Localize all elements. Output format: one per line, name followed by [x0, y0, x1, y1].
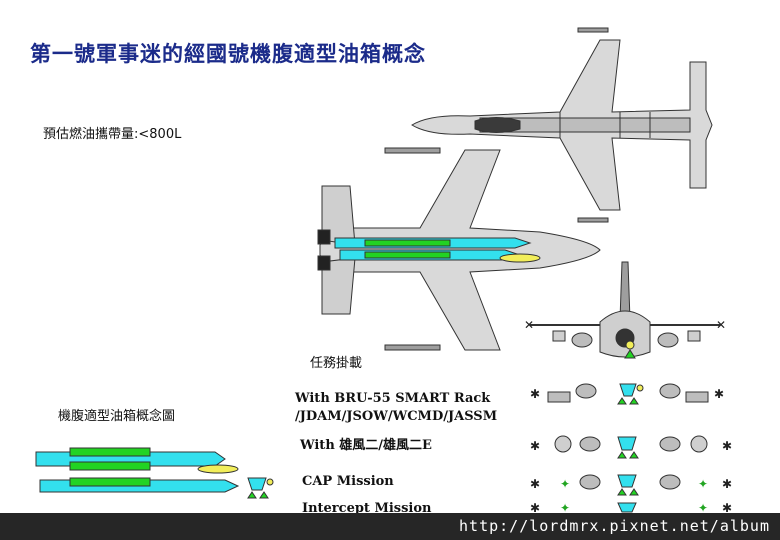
svg-text:✱: ✱: [530, 439, 540, 453]
svg-text:✱: ✱: [530, 501, 540, 515]
svg-text:✱: ✱: [722, 439, 732, 453]
mission-bru55-line2: /JDAM/JSOW/WCMD/JASSM: [295, 409, 498, 424]
mission-row-bru55: With BRU-55 SMART Rack /JDAM/JSOW/WCMD/J…: [295, 390, 497, 426]
mission-bru55-line1: With BRU-55 SMART Rack: [295, 391, 491, 406]
footer-url[interactable]: http://lordmrx.pixnet.net/album: [459, 517, 770, 535]
mission-row-hsiungfeng: With 雄風二/雄風二E: [300, 438, 432, 453]
svg-text:✱: ✱: [530, 387, 540, 401]
svg-text:✱: ✱: [722, 477, 732, 491]
svg-text:✦: ✦: [698, 501, 708, 515]
aircraft-front-view: ✕ ✕: [524, 261, 726, 359]
mission-row-cap: CAP Mission: [302, 474, 394, 489]
svg-text:✱: ✱: [530, 477, 540, 491]
loadout-hsiungfeng: ✱ ✱: [530, 435, 732, 459]
fuel-estimate-label: 預估燃油攜帶量:<800L: [43, 127, 182, 142]
tank-concept-drawing: [35, 447, 274, 499]
svg-text:✦: ✦: [560, 501, 570, 515]
svg-text:✦: ✦: [560, 477, 570, 491]
aircraft-top-view: [411, 27, 713, 223]
svg-text:✱: ✱: [722, 501, 732, 515]
footer-bar: http://lordmrx.pixnet.net/album: [0, 513, 780, 540]
svg-text:✕: ✕: [716, 318, 726, 332]
svg-text:✦: ✦: [698, 477, 708, 491]
svg-text:✱: ✱: [714, 387, 724, 401]
loadout-bru55: ✱ ✱: [530, 383, 724, 405]
aircraft-bottom-view: [317, 147, 601, 351]
mission-loads-label: 任務掛載: [310, 356, 363, 371]
mission-row-intercept: Intercept Mission: [302, 501, 432, 516]
loadout-intercept: ✱ ✦ ✦ ✱: [530, 501, 732, 515]
tank-concept-label: 機腹適型油箱概念圖: [58, 409, 176, 424]
svg-text:✕: ✕: [524, 318, 534, 332]
page-title: 第一號軍事迷的經國號機腹適型油箱概念: [30, 41, 426, 66]
loadout-cap: ✱ ✦ ✦ ✱: [530, 474, 732, 496]
